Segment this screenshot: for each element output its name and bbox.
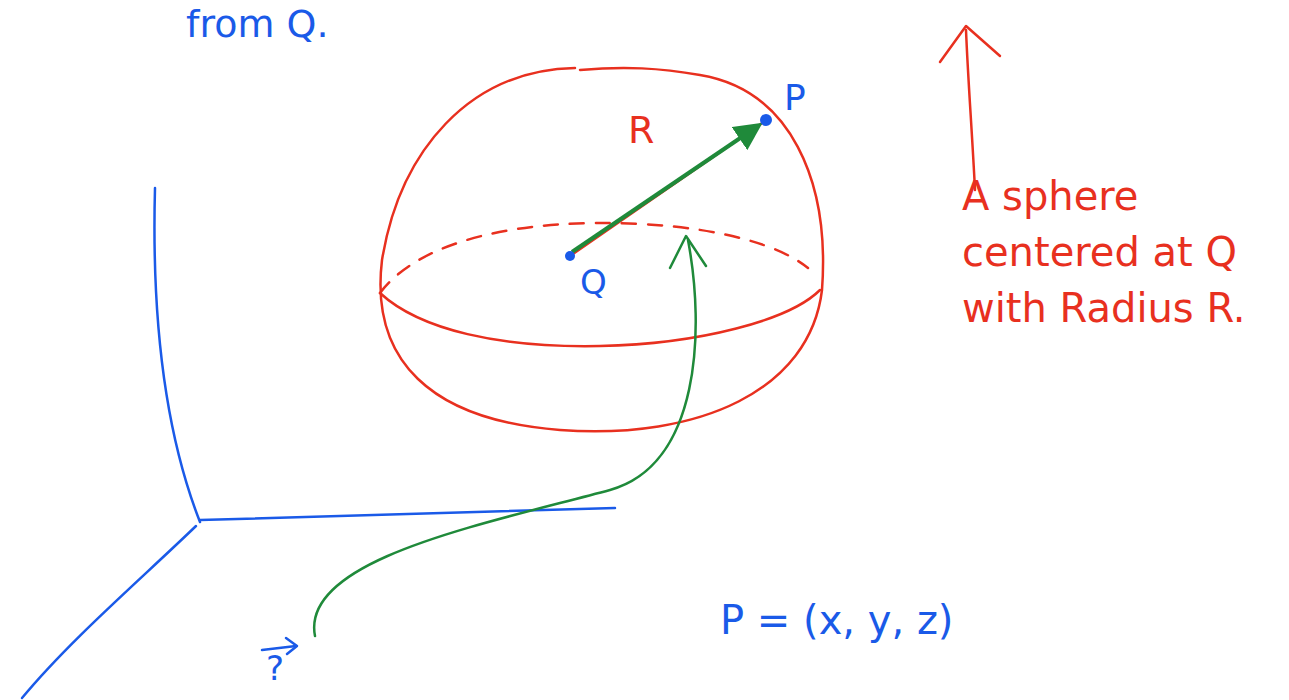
callout-head xyxy=(940,26,1000,62)
sphere-silhouette xyxy=(380,68,823,431)
sphere-note: A sphere centered at Q with Radius R. xyxy=(962,168,1257,336)
overarrow-head xyxy=(286,638,297,654)
point-label: P xyxy=(784,76,806,119)
callout-arrow xyxy=(940,26,1000,190)
position-vector xyxy=(572,126,758,252)
pointer-curve xyxy=(314,240,696,636)
radius-label: R xyxy=(628,108,654,154)
callout-shaft xyxy=(966,30,975,190)
radius-line xyxy=(570,121,765,256)
center-point xyxy=(565,251,575,261)
z-axis xyxy=(154,188,200,522)
y-axis xyxy=(200,508,615,520)
coordinate-label: P = (x, y, z) xyxy=(720,596,953,644)
surface-point xyxy=(760,114,772,126)
heading-fragment: from Q. xyxy=(186,2,329,48)
pointer-head xyxy=(670,236,706,268)
sphere-outline xyxy=(380,68,823,431)
vector-symbol: ? xyxy=(266,648,284,689)
coordinate-axes xyxy=(22,188,615,698)
point-label: Q xyxy=(580,262,607,303)
x-axis xyxy=(22,526,196,698)
